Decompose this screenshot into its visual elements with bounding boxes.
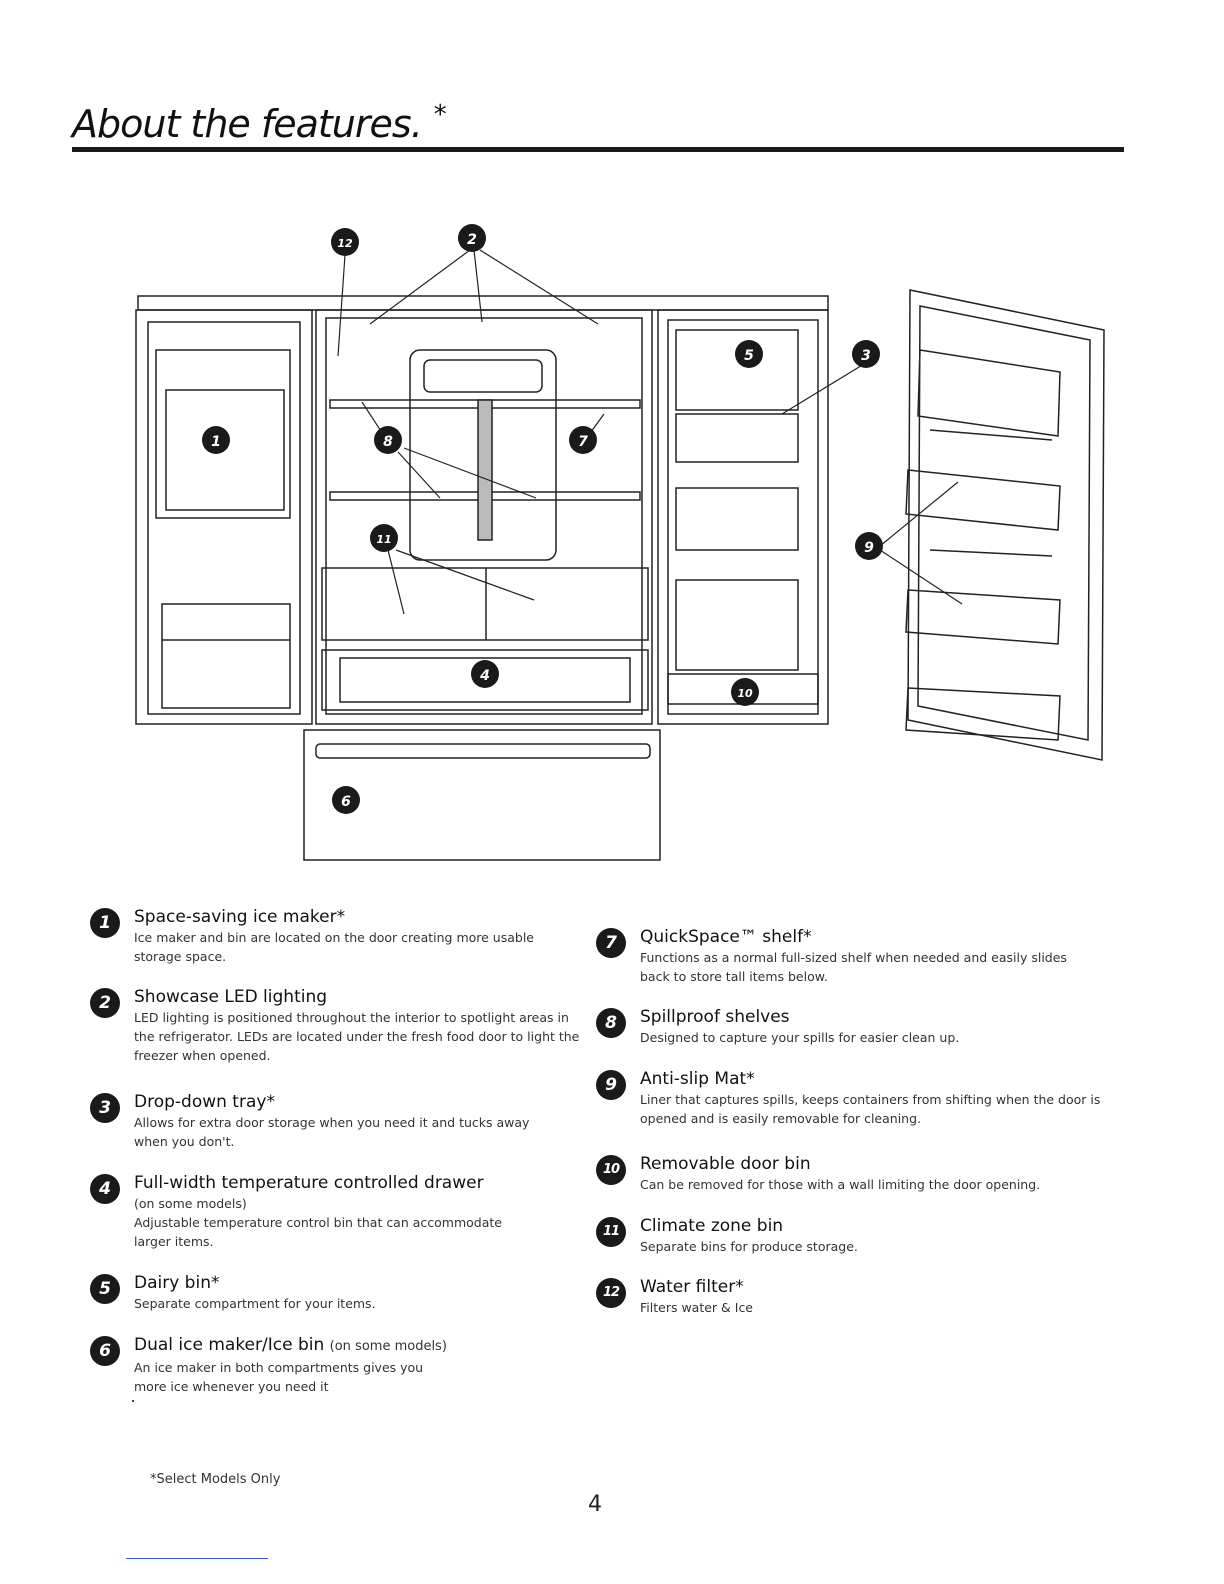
stray-dot [132,1400,134,1402]
fridge-top-edge [137,295,829,311]
badge-7: 7 [596,928,626,958]
callout-11: 11 [370,524,398,552]
freezer-drawer [303,729,661,861]
feature-item-2: 2 Showcase LED lighting LED lighting is … [90,986,604,1065]
callout-1: 1 [202,426,230,454]
callout-8: 8 [374,426,402,454]
feature-item-3: 3 Drop-down tray* Allows for extra door … [90,1091,604,1151]
feature-desc: Ice maker and bin are located on the doo… [134,930,534,964]
feature-desc: Functions as a normal full-sized shelf w… [640,950,1067,984]
feature-item-8: 8 Spillproof shelves Designed to capture… [596,1006,1110,1047]
left-door-bin [161,603,291,709]
feature-title: Removable door bin [640,1154,811,1174]
feature-title-text: Dual ice maker/Ice bin [134,1335,325,1355]
svg-text:7: 7 [578,434,588,450]
feature-title: Dairy bin* [134,1273,220,1293]
feature-item-10: 10 Removable door bin Can be removed for… [596,1153,1110,1194]
drop-down-tray-outline [917,349,1061,437]
feature-note: (on some models) [329,1339,447,1354]
feature-item-4: 4 Full-width temperature controlled draw… [90,1172,604,1251]
callout-3: 3 [852,340,880,368]
dairy-bin-outline [675,329,799,411]
angled-door [907,289,1105,761]
feature-desc: Designed to capture your spills for easi… [640,1030,960,1045]
badge-8: 8 [596,1008,626,1038]
page-title-text: About the features. [72,102,423,146]
feature-desc: LED lighting is positioned throughout th… [134,1010,580,1063]
badge-2: 2 [90,988,120,1018]
badge-10: 10 [596,1155,626,1185]
feature-item-5: 5 Dairy bin* Separate compartment for yo… [90,1272,604,1313]
feature-title: Spillproof shelves [640,1007,790,1027]
full-width-drawer [321,649,649,711]
svg-text:1: 1 [211,434,221,450]
badge-6: 6 [90,1336,120,1366]
callout-2: 2 [458,224,486,252]
feature-desc: Can be removed for those with a wall lim… [640,1177,1041,1192]
svg-text:10: 10 [737,687,753,700]
feature-desc: Separate compartment for your items. [134,1296,376,1311]
feature-title: Dual ice maker/Ice bin (on some models) [134,1334,604,1358]
callout-12: 12 [331,228,359,256]
feature-title: Drop-down tray* [134,1092,275,1112]
feature-title: Anti-slip Mat* [640,1069,755,1089]
feature-item-7: 7 QuickSpace™ shelf* Functions as a norm… [596,926,1110,986]
badge-5: 5 [90,1274,120,1304]
feature-desc: An ice maker in both compartments gives … [134,1360,424,1394]
feature-item-11: 11 Climate zone bin Separate bins for pr… [596,1215,1110,1256]
feature-title: Climate zone bin [640,1216,784,1236]
callout-5: 5 [735,340,763,368]
svg-text:8: 8 [383,434,393,450]
svg-text:12: 12 [337,237,353,250]
feature-desc: Liner that captures spills, keeps contai… [640,1092,1101,1126]
left-door [135,309,313,725]
badge-4: 4 [90,1174,120,1204]
svg-text:2: 2 [467,232,477,248]
badge-9: 9 [596,1070,626,1100]
badge-1: 1 [90,908,120,938]
bottom-rule [126,1558,268,1559]
feature-title: Space-saving ice maker* [134,907,346,927]
feature-item-9: 9 Anti-slip Mat* Liner that captures spi… [596,1068,1110,1128]
feature-title: QuickSpace™ shelf* [640,927,812,947]
right-door [657,309,829,725]
page-title: About the features. * [72,100,447,146]
feature-title: Water filter* [640,1277,744,1297]
badge-3: 3 [90,1093,120,1123]
badge-12: 12 [596,1278,626,1308]
svg-text:3: 3 [861,348,871,364]
fresh-food-cabinet [315,309,653,725]
callout-4: 4 [471,660,499,688]
svg-text:5: 5 [744,348,754,364]
feature-item-6: 6 Dual ice maker/Ice bin (on some models… [90,1334,604,1396]
refrigerator-diagram: 12 2 1 5 3 8 7 11 9 4 10 6 [135,224,1105,861]
feature-title: Full-width temperature controlled drawer [134,1173,484,1193]
callout-7: 7 [569,426,597,454]
callout-10: 10 [731,678,759,706]
title-asterisk: * [433,100,447,130]
callout-9: 9 [855,532,883,560]
feature-item-12: 12 Water filter* Filters water & Ice [596,1276,1110,1317]
title-rule [72,147,1124,152]
badge-11: 11 [596,1217,626,1247]
feature-subnote: (on some models) [134,1196,247,1211]
ice-maker-outline [155,349,291,519]
svg-text:11: 11 [376,533,391,546]
svg-text:4: 4 [479,668,490,684]
feature-desc: Allows for extra door storage when you n… [134,1115,530,1149]
feature-desc: Filters water & Ice [640,1300,754,1315]
feature-desc: Separate bins for produce storage. [640,1239,858,1254]
svg-text:9: 9 [864,540,874,556]
page-number: 4 [588,1492,602,1517]
feature-desc: Adjustable temperature control bin that … [134,1215,502,1249]
feature-title: Showcase LED lighting [134,987,328,1007]
climate-zone-bins [321,567,649,641]
callout-6: 6 [332,786,360,814]
footnote: *Select Models Only [150,1472,281,1487]
svg-text:6: 6 [341,794,351,810]
feature-item-1: 1 Space-saving ice maker* Ice maker and … [90,906,604,966]
